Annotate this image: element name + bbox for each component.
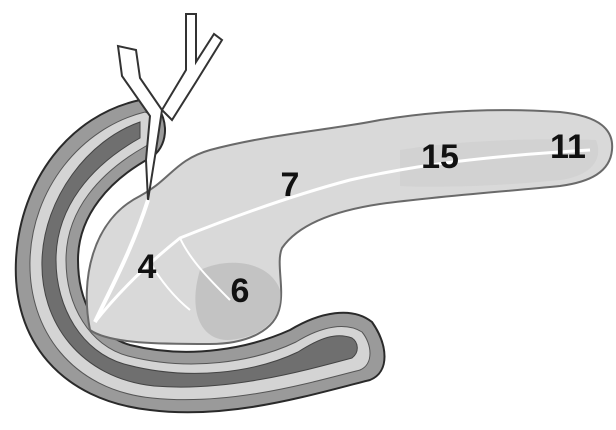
- label-body: 7: [281, 166, 300, 204]
- label-tail-distal: 11: [550, 128, 586, 166]
- bile-duct-right: [162, 14, 222, 120]
- label-head: 4: [138, 248, 157, 286]
- pancreas: [87, 110, 612, 344]
- label-uncinate: 6: [231, 272, 250, 310]
- label-tail-proximal: 15: [421, 138, 459, 176]
